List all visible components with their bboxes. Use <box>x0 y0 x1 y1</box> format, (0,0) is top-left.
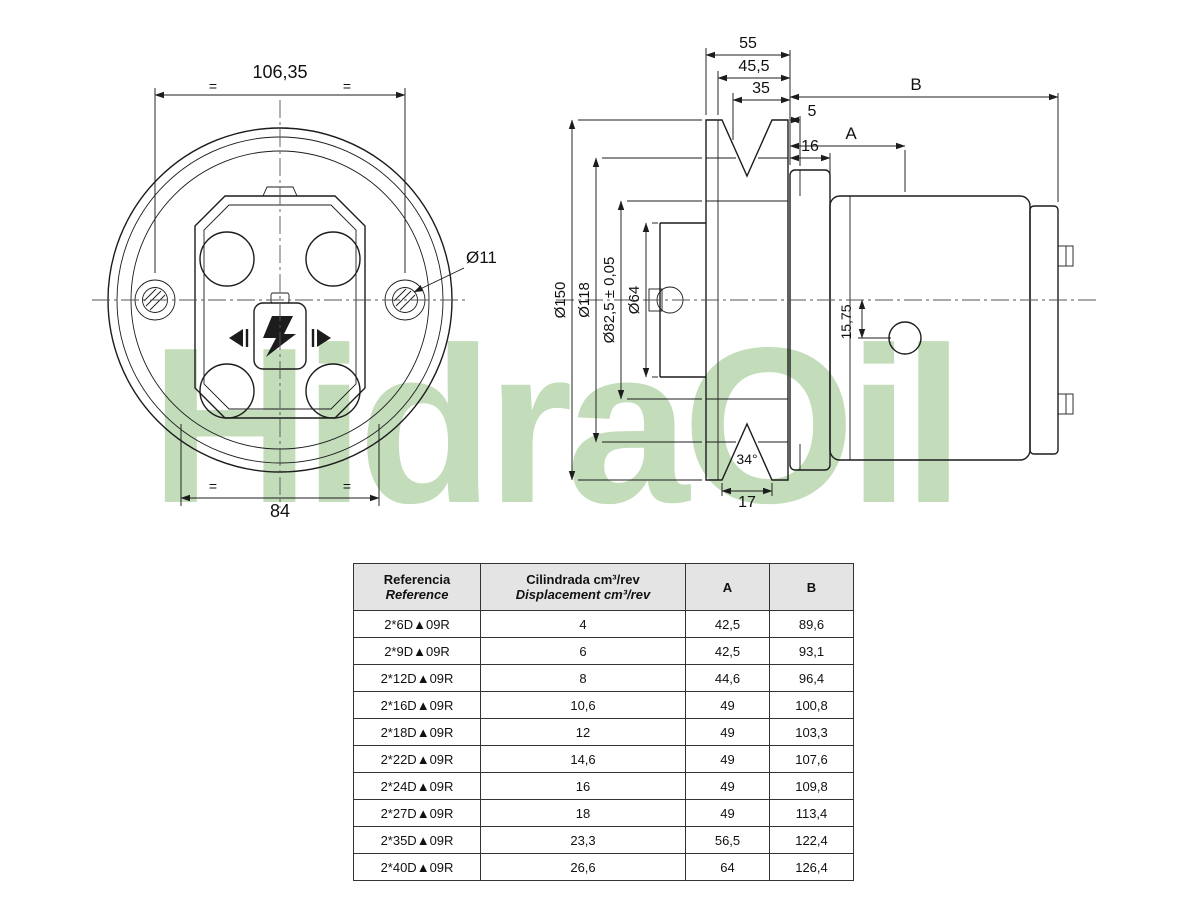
dim-dia-64: Ø64 <box>626 286 643 314</box>
displacement-cell: 10,6 <box>480 691 686 719</box>
cover-bolt-top <box>1057 245 1074 267</box>
dim-dia-150: Ø150 <box>552 282 569 319</box>
front-view <box>92 100 468 508</box>
dim-84: 84 <box>270 501 290 521</box>
displacement-cell: 16 <box>480 772 686 800</box>
dim-106-35: 106,35 <box>252 62 307 82</box>
header-reference-en: Reference <box>385 587 449 602</box>
reference-cell: 2*22D▲09R <box>353 745 481 773</box>
dim-5: 5 <box>808 103 817 120</box>
b-cell: 93,1 <box>769 637 854 665</box>
table-header-row: Referencia Reference Cilindrada cm³/rev … <box>353 563 854 611</box>
dim-dia-118: Ø118 <box>576 282 593 318</box>
rotation-arrow-right <box>311 329 331 347</box>
front-view-dimensions: 106,35 = = = = 84 Ø11 <box>154 62 497 521</box>
dim-angle-34: 34° <box>736 451 757 467</box>
b-cell: 126,4 <box>769 853 854 881</box>
displacement-cell: 23,3 <box>480 826 686 854</box>
dim-b: B <box>910 75 921 94</box>
a-cell: 49 <box>685 718 770 746</box>
reference-cell: 2*6D▲09R <box>353 610 481 638</box>
b-cell: 100,8 <box>769 691 854 719</box>
header-col-a: A <box>685 563 770 611</box>
dim-55: 55 <box>739 35 757 52</box>
equal-mark: = <box>209 478 217 494</box>
displacement-cell: 12 <box>480 718 686 746</box>
displacement-cell: 8 <box>480 664 686 692</box>
a-cell: 42,5 <box>685 637 770 665</box>
dim-hole-dia: Ø11 <box>466 248 497 267</box>
reference-cell: 2*12D▲09R <box>353 664 481 692</box>
reference-cell: 2*9D▲09R <box>353 637 481 665</box>
dim-16: 16 <box>801 138 819 155</box>
header-displacement: Cilindrada cm³/rev Displacement cm³/rev <box>480 563 686 611</box>
dim-dia-82-5: Ø82,5 ± 0,05 <box>601 257 618 344</box>
reference-cell: 2*40D▲09R <box>353 853 481 881</box>
b-cell: 89,6 <box>769 610 854 638</box>
spec-table-wrap: Referencia Reference Cilindrada cm³/rev … <box>353 563 854 881</box>
displacement-cell: 6 <box>480 637 686 665</box>
b-cell: 103,3 <box>769 718 854 746</box>
dim-35: 35 <box>752 80 770 97</box>
displacement-cell: 4 <box>480 610 686 638</box>
b-cell: 96,4 <box>769 664 854 692</box>
equal-mark: = <box>343 478 351 494</box>
side-view-dimensions: 55 45,5 35 5 16 A B Ø150 Ø118 Ø82,5 ± 0,… <box>552 35 1059 511</box>
header-displacement-en: Displacement cm³/rev <box>515 587 651 602</box>
reference-cell: 2*27D▲09R <box>353 799 481 827</box>
reference-cell: 2*16D▲09R <box>353 691 481 719</box>
displacement-cell: 14,6 <box>480 745 686 773</box>
header-reference: Referencia Reference <box>353 563 481 611</box>
dim-17: 17 <box>738 494 756 511</box>
displacement-cell: 26,6 <box>480 853 686 881</box>
b-cell: 122,4 <box>769 826 854 854</box>
a-cell: 49 <box>685 691 770 719</box>
a-cell: 44,6 <box>685 664 770 692</box>
header-displacement-es: Cilindrada cm³/rev <box>526 572 640 587</box>
reference-cell: 2*24D▲09R <box>353 772 481 800</box>
side-view <box>556 119 1096 481</box>
technical-drawing: 106,35 = = = = 84 Ø11 <box>92 35 1096 521</box>
reference-cell: 2*18D▲09R <box>353 718 481 746</box>
a-cell: 49 <box>685 799 770 827</box>
a-cell: 42,5 <box>685 610 770 638</box>
reference-cell: 2*35D▲09R <box>353 826 481 854</box>
header-reference-es: Referencia <box>383 572 451 587</box>
equal-mark: = <box>343 78 351 94</box>
a-cell: 49 <box>685 772 770 800</box>
b-cell: 113,4 <box>769 799 854 827</box>
a-cell: 64 <box>685 853 770 881</box>
dim-a: A <box>845 124 857 143</box>
b-cell: 109,8 <box>769 772 854 800</box>
dim-15-75: 15,75 <box>838 304 854 339</box>
rotation-arrow-left <box>229 329 249 347</box>
header-col-b: B <box>769 563 854 611</box>
a-cell: 49 <box>685 745 770 773</box>
displacement-cell: 18 <box>480 799 686 827</box>
drain-port <box>888 321 922 355</box>
spec-table: Referencia Reference Cilindrada cm³/rev … <box>353 563 854 881</box>
b-cell: 107,6 <box>769 745 854 773</box>
a-cell: 56,5 <box>685 826 770 854</box>
equal-mark: = <box>209 78 217 94</box>
cover-bolt-bottom <box>1057 393 1074 415</box>
dim-45-5: 45,5 <box>738 58 769 75</box>
